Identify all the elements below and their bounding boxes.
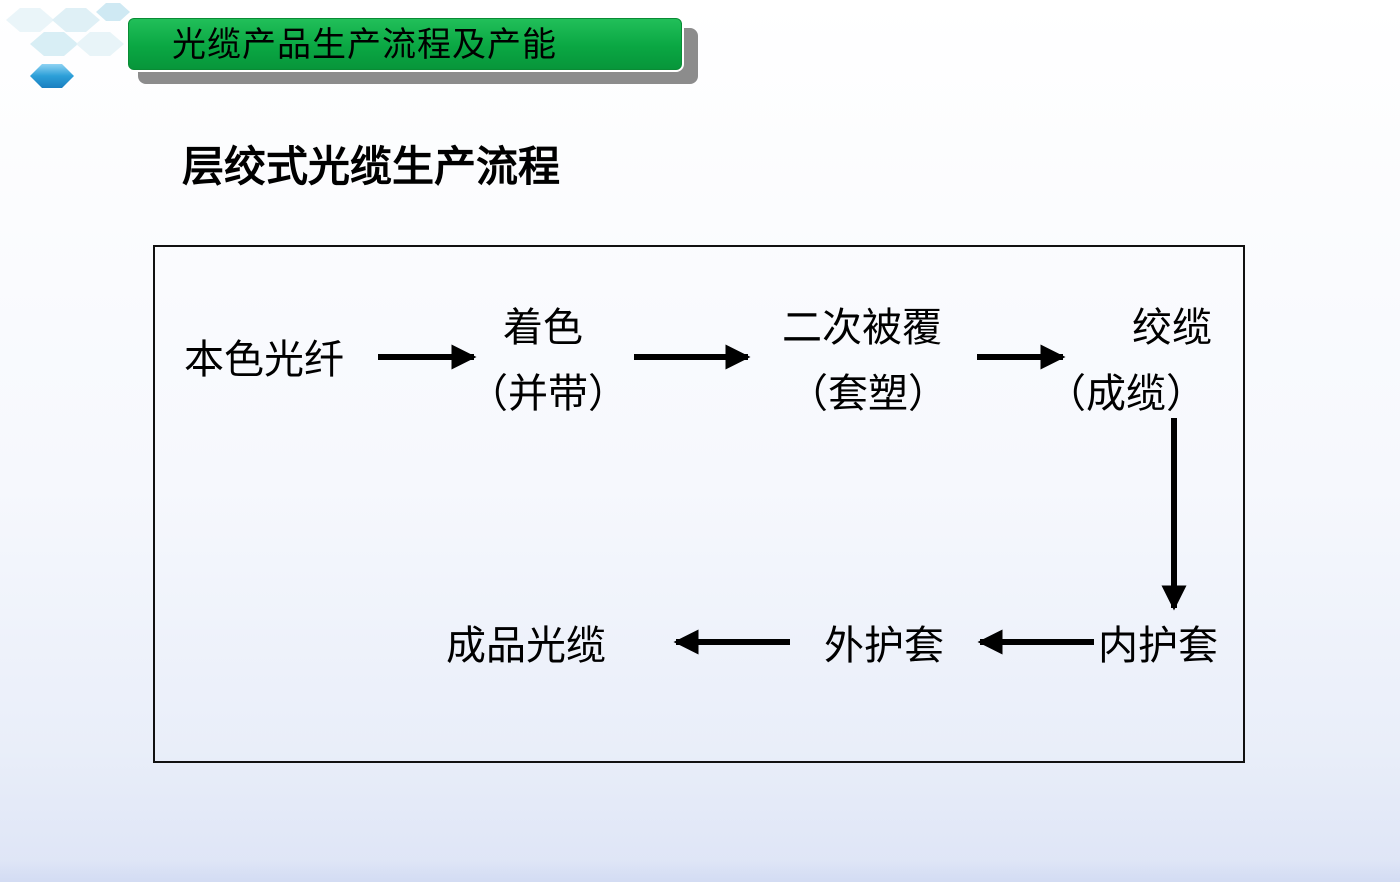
hexagon-shape (6, 8, 54, 32)
node-finished-cable: 成品光缆 (446, 623, 606, 669)
node-coloring: 着色 (503, 305, 583, 351)
node-outer-sheath: 外护套 (824, 623, 944, 669)
node-inner-sheath: 内护套 (1098, 623, 1218, 669)
page-title: 光缆产品生产流程及产能 (172, 25, 557, 65)
hexagon-shape (52, 8, 100, 32)
hexagon-shape (96, 3, 130, 21)
hexagon-shape (30, 32, 78, 56)
node-secondary-coating-note: （套塑） (788, 371, 948, 417)
title-bar: 光缆产品生产流程及产能 (126, 16, 684, 72)
node-coloring-note: （并带） (468, 371, 628, 417)
hexagon-decoration (6, 3, 130, 88)
node-bare-fiber: 本色光纤 (184, 337, 344, 383)
flowchart-frame (153, 245, 1245, 763)
node-stranding: 绞缆 (1132, 305, 1212, 351)
node-secondary-coating: 二次被覆 (782, 305, 942, 351)
bottom-gradient-band (0, 860, 1400, 882)
hexagon-shape (76, 32, 124, 56)
hexagon-shape (30, 64, 74, 88)
node-stranding-note: （成缆） (1046, 371, 1206, 417)
section-subtitle: 层绞式光缆生产流程 (182, 142, 561, 191)
